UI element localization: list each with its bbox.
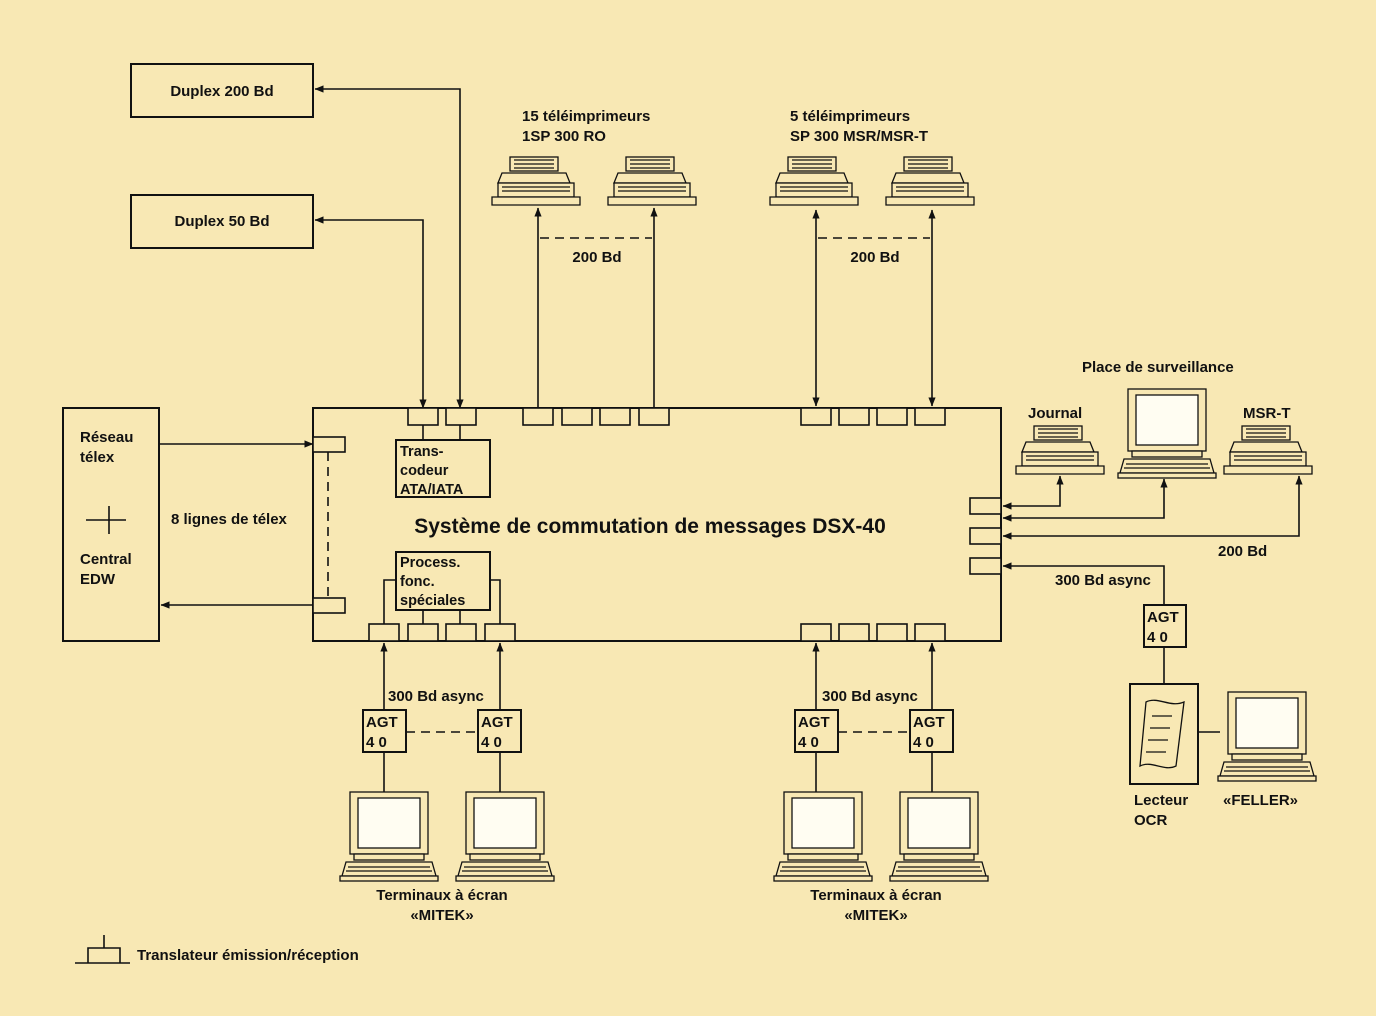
duplex-200-box: Duplex 200 Bd bbox=[130, 63, 314, 118]
agt-number: 4 0 bbox=[366, 734, 387, 751]
async-mid-label: 300 Bd async bbox=[822, 688, 918, 705]
duplex-50-label: Duplex 50 Bd bbox=[174, 213, 269, 230]
journal-label: Journal bbox=[1028, 405, 1082, 422]
translator-legend-icon bbox=[75, 935, 130, 964]
terminaux-right-line2: «MITEK» bbox=[844, 907, 907, 924]
telex-network-box: Réseau télex Central EDW bbox=[62, 407, 160, 642]
terminal-icon bbox=[455, 791, 555, 882]
agt-number: 4 0 bbox=[913, 734, 934, 751]
reseau-line1: Réseau bbox=[80, 429, 133, 446]
agt-number: 4 0 bbox=[1147, 629, 1168, 646]
terminal-icon bbox=[1117, 388, 1217, 479]
transcodeur-line2: codeur bbox=[400, 463, 449, 479]
agt-label: AGT bbox=[1147, 609, 1179, 626]
agt-label: AGT bbox=[481, 714, 513, 731]
agt-right-2: AGT 4 0 bbox=[909, 709, 954, 753]
surveillance-label: Place de surveillance bbox=[1082, 359, 1234, 376]
legend-label: Translateur émission/réception bbox=[137, 947, 359, 964]
terminal-icon bbox=[773, 791, 873, 882]
telex-connections bbox=[159, 440, 314, 609]
process-box: Process. fonc. spéciales bbox=[383, 551, 501, 624]
transcodeur-line1: Trans- bbox=[400, 444, 444, 460]
left-ports bbox=[312, 436, 346, 614]
terminaux-left-line2: «MITEK» bbox=[410, 907, 473, 924]
terminal-icon bbox=[339, 791, 439, 882]
lecteur-line1: Lecteur bbox=[1134, 792, 1188, 809]
teleprinters-15-model: 1SP 300 RO bbox=[522, 128, 606, 145]
duplex-connections bbox=[314, 85, 464, 409]
terminal-icon bbox=[889, 791, 989, 882]
lecteur-line2: OCR bbox=[1134, 812, 1168, 829]
process-line2: fonc. bbox=[400, 574, 435, 590]
telex-lines-label: 8 lignes de télex bbox=[171, 511, 288, 528]
system-title: Système de commutation de messages DSX-4… bbox=[414, 515, 886, 538]
bottom-ports bbox=[368, 623, 946, 642]
central-line1: Central bbox=[80, 551, 132, 568]
baud-200-left-label: 200 Bd bbox=[572, 249, 621, 266]
terminals-right-connections bbox=[812, 642, 936, 792]
process-line3: spéciales bbox=[400, 593, 465, 609]
agt-ocr-box: AGT 4 0 bbox=[1143, 604, 1187, 648]
terminals-left-connections bbox=[380, 642, 504, 792]
translator-symbol bbox=[86, 506, 126, 534]
ocr-reader-icon bbox=[1129, 683, 1199, 785]
feller-label: «FELLER» bbox=[1223, 792, 1298, 809]
top-ports bbox=[407, 407, 946, 426]
transcodeur-box: Trans- codeur ATA/IATA bbox=[395, 425, 491, 498]
surveillance-connections bbox=[1002, 475, 1303, 540]
duplex-200-label: Duplex 200 Bd bbox=[170, 83, 273, 100]
baud-200-monitor-label: 200 Bd bbox=[1218, 543, 1267, 560]
teleprinters-5-model: SP 300 MSR/MSR-T bbox=[790, 128, 928, 145]
transcodeur-line3: ATA/IATA bbox=[400, 482, 464, 498]
teleprinters-15-label: 15 téléimprimeurs bbox=[522, 108, 650, 125]
teleprinters-5-label: 5 téléimprimeurs bbox=[790, 108, 910, 125]
async-right-label: 300 Bd async bbox=[1055, 572, 1151, 589]
process-line1: Process. bbox=[400, 555, 460, 571]
reseau-line2: télex bbox=[80, 449, 115, 466]
msrt-label: MSR-T bbox=[1243, 405, 1291, 422]
right-ports bbox=[969, 497, 1002, 575]
terminaux-right-line1: Terminaux à écran bbox=[810, 887, 941, 904]
agt-left-1: AGT 4 0 bbox=[362, 709, 407, 753]
async-left-label: 300 Bd async bbox=[388, 688, 484, 705]
teleprinter-connections bbox=[534, 207, 936, 408]
agt-label: AGT bbox=[366, 714, 398, 731]
agt-number: 4 0 bbox=[798, 734, 819, 751]
agt-right-1: AGT 4 0 bbox=[794, 709, 839, 753]
agt-label: AGT bbox=[913, 714, 945, 731]
baud-200-right-label: 200 Bd bbox=[850, 249, 899, 266]
terminal-icon bbox=[1217, 691, 1317, 782]
central-line2: EDW bbox=[80, 571, 116, 588]
duplex-50-box: Duplex 50 Bd bbox=[130, 194, 314, 249]
agt-number: 4 0 bbox=[481, 734, 502, 751]
agt-left-2: AGT 4 0 bbox=[477, 709, 522, 753]
terminaux-left-line1: Terminaux à écran bbox=[376, 887, 507, 904]
agt-label: AGT bbox=[798, 714, 830, 731]
ocr-connection bbox=[1002, 562, 1220, 733]
